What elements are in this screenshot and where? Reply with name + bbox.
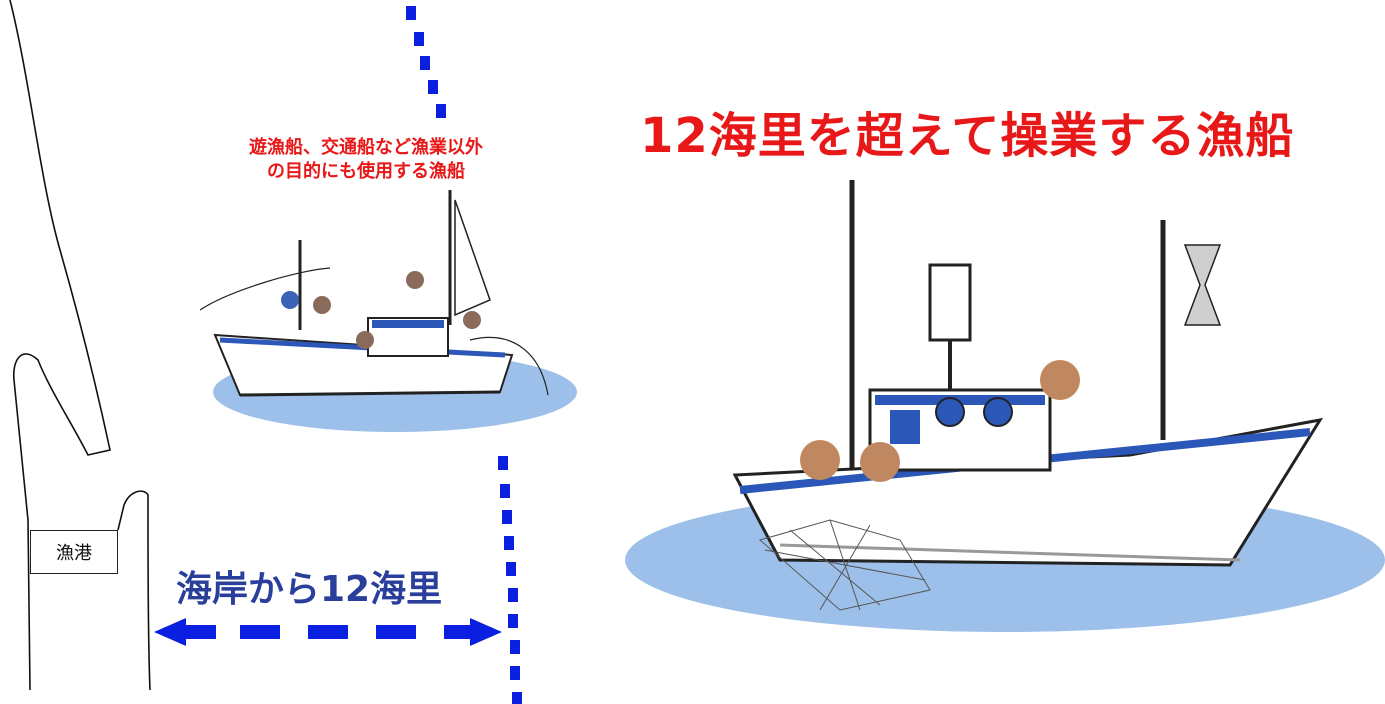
port-label: 漁港 — [56, 543, 92, 564]
nearshore-boat-caption: 遊漁船、交通船など漁業以外 の目的にも使用する漁船 — [196, 136, 536, 184]
offshore-boat-title: 12海里を超えて操業する漁船 — [640, 108, 1295, 164]
distance-label: 海岸から12海里 — [176, 569, 443, 610]
harbor-pier — [117, 490, 151, 691]
coastline — [9, 0, 111, 691]
boundary-line-top — [406, 6, 446, 118]
boundary-line-bottom — [498, 456, 522, 704]
offshore-boat-illustration — [625, 180, 1385, 632]
nearshore-caption-line1: 遊漁船、交通船など漁業以外 — [249, 137, 483, 158]
distance-arrow — [154, 618, 502, 646]
nearshore-caption-line2: の目的にも使用する漁船 — [267, 161, 465, 182]
port-label-box: 漁港 — [30, 530, 118, 574]
nearshore-boat-illustration — [199, 190, 577, 432]
